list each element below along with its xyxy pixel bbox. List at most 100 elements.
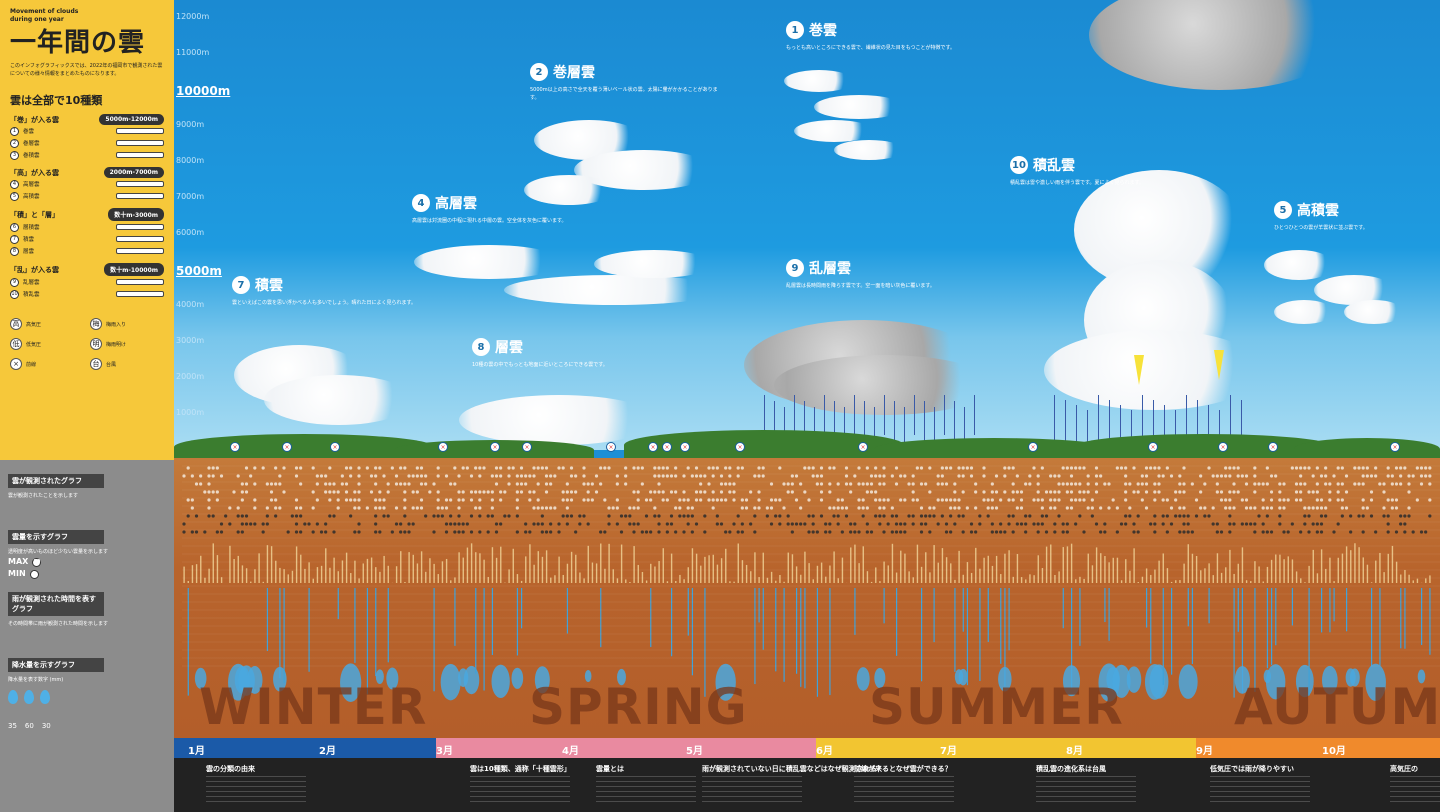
cloud-observed-dot [936, 498, 940, 502]
cloud-group-name: 「乱」が入る雲 [10, 265, 59, 274]
cloud-observed-dot [1261, 498, 1265, 502]
cloud-observed-dot [332, 482, 336, 486]
weather-symbol-icon: 明 [90, 338, 102, 350]
cloud-observed-dot [1232, 466, 1236, 470]
cloud-observed-dot [253, 506, 257, 510]
cloud-observed-dot [399, 522, 403, 526]
cloud-observed-dot [990, 490, 994, 494]
graph-guide: 雲が観測されたグラフ雲が観測されたことを示します雲量を示すグラフ透明度が高いもの… [8, 474, 166, 736]
cloud-observed-dot [928, 466, 932, 470]
cloud-observed-dot [1069, 506, 1074, 510]
front-marker-icon: × [1148, 442, 1158, 452]
cloud-observed-dot [1074, 482, 1078, 486]
cloud-observed-dot [465, 466, 469, 470]
cloud-observed-dot [882, 474, 886, 478]
cloud-shape [414, 245, 564, 279]
cloud-observed-dot [307, 522, 311, 526]
cloud-observed-dot [1315, 506, 1319, 510]
cloud-amount-bar [1345, 546, 1348, 583]
cloud-observed-dot [432, 514, 436, 518]
cloud-observed-dot [411, 474, 415, 478]
cloud-observed-dot [874, 514, 878, 518]
cloud-observed-dot [211, 466, 215, 470]
cloud-type-name: 高層雲 [23, 182, 40, 188]
cloud-observed-dot [1082, 498, 1086, 502]
cloud-observed-dot [949, 506, 953, 510]
cloud-amount-bar [241, 565, 244, 583]
cloud-observed-dot [857, 482, 861, 486]
cloud-observed-dot [1365, 466, 1369, 470]
cloud-observed-dot [586, 498, 590, 502]
cloud-observed-dot [1415, 498, 1419, 502]
cloud-amount-bar [620, 544, 623, 583]
cloud-amount-bar [929, 572, 931, 583]
cloud-observed-dot [1303, 466, 1307, 470]
cloud-amount-bar [254, 569, 256, 583]
cloud-observed-dot [349, 474, 353, 478]
cloud-observed-dot [1032, 498, 1036, 502]
precip-value-label: 30 [41, 722, 51, 730]
cloud-amount-bar [991, 565, 994, 583]
rain-time-bar [187, 588, 189, 696]
cloud-observed-dot [849, 482, 853, 486]
cloud-observed-dot [824, 530, 828, 534]
cloud-observed-dot [815, 530, 819, 534]
cloud-amount-bar [279, 567, 281, 583]
front-marker-icon: × [1028, 442, 1038, 452]
cloud-observed-dot [940, 474, 944, 478]
cloud-observed-dot [1199, 506, 1203, 510]
english-title: Movement of clouds during one year [10, 8, 79, 23]
cloud-amount-bar [800, 574, 802, 583]
altitude-label: 12000m [176, 12, 210, 21]
cloud-observed-dot [940, 466, 944, 470]
cloud-observed-dot [590, 482, 594, 486]
cloud-observed-dot [811, 514, 815, 518]
cloud-observed-dot [1215, 482, 1219, 486]
cloud-amount-bar [558, 556, 560, 583]
cloud-amount-bar [520, 580, 523, 583]
cloud-amount-bar [666, 581, 669, 583]
cloud-observed-dot [711, 474, 715, 478]
cloud-altitude-bar [116, 291, 164, 297]
cloud-observed-dot [503, 490, 507, 494]
rain-streak [824, 395, 825, 435]
cloud-amount-bar [908, 571, 910, 583]
cloud-observed-dot [1324, 506, 1328, 510]
cloud-amount-bar [637, 564, 639, 583]
cloud-observed-dot [1182, 490, 1186, 494]
cloud-observed-dot [607, 514, 611, 518]
cloud-type-name: 積雲 [23, 237, 35, 243]
cloud-observed-dot [1390, 498, 1394, 502]
cloud-observed-dot [344, 490, 349, 494]
cloud-observed-dot [236, 506, 240, 510]
cloud-amount-bar [1337, 557, 1339, 583]
cloud-observed-dot [653, 514, 657, 518]
cloud-observed-dot [1369, 474, 1374, 478]
cloud-amount-bar [1220, 572, 1223, 583]
cloud-observed-dot [415, 466, 419, 470]
cloud-observed-dot [311, 530, 315, 534]
cloud-observed-dot [1190, 530, 1194, 534]
cloud-observed-dot [799, 506, 803, 510]
cloud-observed-dot [1036, 482, 1040, 486]
cloud-observed-dot [1349, 514, 1353, 518]
cloud-amount-bar [616, 578, 619, 583]
cloud-amount-bar [1104, 556, 1106, 583]
cloud-amount-bar [1166, 568, 1169, 583]
cloud-observed-dot [357, 522, 361, 526]
cloud-observed-dot [1207, 514, 1211, 518]
rain-streak [764, 395, 765, 435]
cloud-observed-dot [907, 482, 911, 486]
cloud-observed-dot [1303, 482, 1307, 486]
front-marker-icon: × [522, 442, 532, 452]
cloud-observed-dot [519, 490, 524, 494]
cloud-amount-bar [833, 551, 835, 583]
cloud-observed-dot [224, 514, 228, 518]
cloud-observed-dot [903, 498, 907, 502]
cloud-amount-bar [466, 547, 469, 583]
cloud-amount-bar [1308, 565, 1310, 583]
cloud-observed-dot [574, 474, 578, 478]
